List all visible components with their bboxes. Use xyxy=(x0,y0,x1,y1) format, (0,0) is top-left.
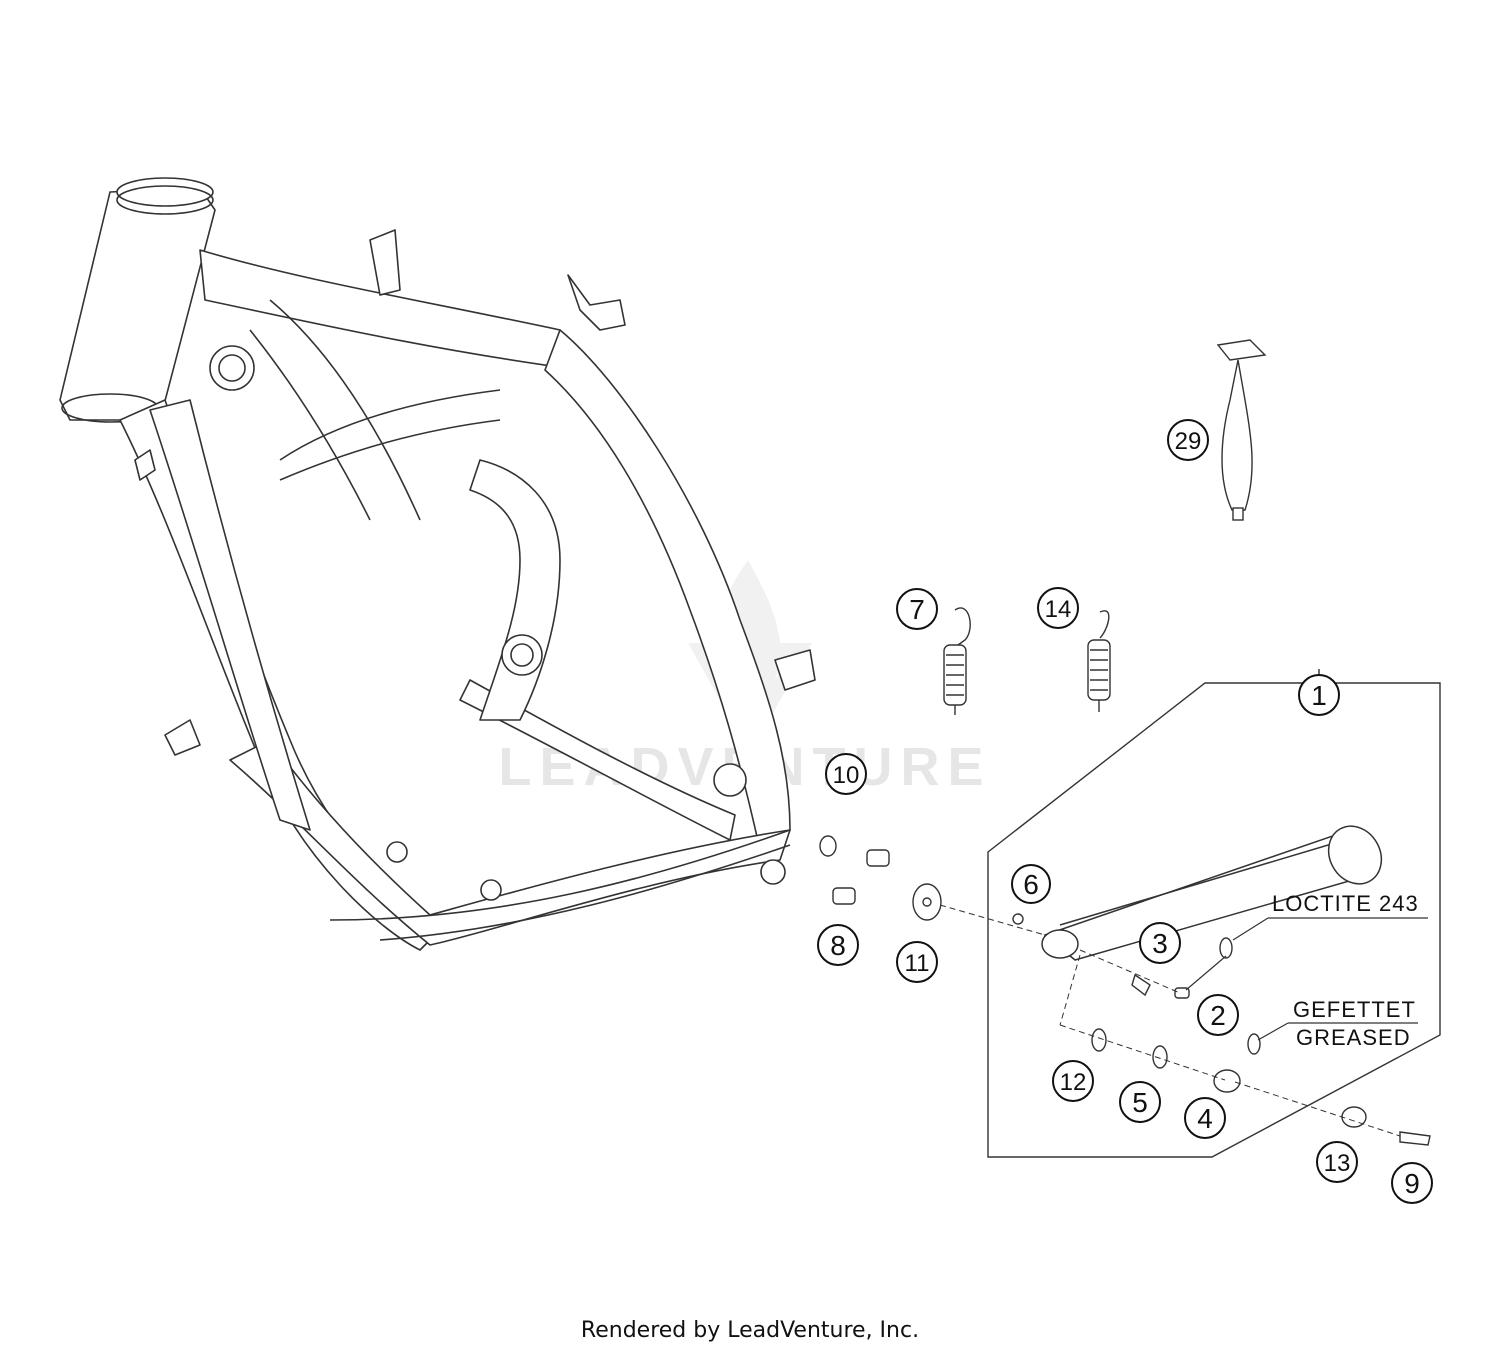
sidestand xyxy=(1041,825,1383,961)
footer-credit: Rendered by LeadVenture, Inc. xyxy=(580,1318,920,1343)
tool-29 xyxy=(1216,339,1267,521)
callout-12: 12 xyxy=(1052,1060,1094,1102)
callout-7: 7 xyxy=(896,588,938,630)
callout-13: 13 xyxy=(1316,1141,1358,1183)
callout-label-7: 7 xyxy=(909,594,925,625)
callout-label-13: 13 xyxy=(1324,1150,1351,1177)
callout-2: 2 xyxy=(1197,994,1239,1036)
callout-label-4: 4 xyxy=(1197,1103,1213,1134)
callout-label-3: 3 xyxy=(1152,928,1168,959)
callout-8: 8 xyxy=(817,924,859,966)
callout-5: 5 xyxy=(1119,1081,1161,1123)
motorcycle-frame xyxy=(59,177,816,951)
callout-4: 4 xyxy=(1184,1097,1226,1139)
callout-label-1: 1 xyxy=(1311,680,1327,711)
callout-29: 29 xyxy=(1167,419,1209,461)
callout-10: 10 xyxy=(825,753,867,795)
callout-label-14: 14 xyxy=(1045,596,1072,623)
small-parts xyxy=(819,835,1431,1146)
callout-11: 11 xyxy=(896,941,938,983)
callout-label-8: 8 xyxy=(830,930,846,961)
note-leaders xyxy=(1185,917,1428,1041)
callout-label-5: 5 xyxy=(1132,1087,1148,1118)
callout-label-12: 12 xyxy=(1060,1069,1087,1096)
spring-14 xyxy=(1087,610,1111,712)
callout-label-29: 29 xyxy=(1175,428,1202,455)
callout-14: 14 xyxy=(1037,587,1079,629)
callout-label-9: 9 xyxy=(1404,1168,1420,1199)
callout-label-6: 6 xyxy=(1023,869,1039,900)
callout-label-10: 10 xyxy=(833,762,860,789)
callout-1: 1 xyxy=(1298,674,1340,716)
callout-label-11: 11 xyxy=(905,950,930,977)
callout-9: 9 xyxy=(1391,1162,1433,1204)
callout-label-2: 2 xyxy=(1210,1000,1226,1031)
leader-lines xyxy=(939,904,1401,1137)
note-greased-de: GEFETTET xyxy=(1293,997,1416,1022)
callout-3: 3 xyxy=(1139,922,1181,964)
note-loctite: LOCTITE 243 xyxy=(1272,891,1419,916)
callout-6: 6 xyxy=(1011,864,1051,904)
note-greased-en: GREASED xyxy=(1296,1025,1411,1050)
spring-7 xyxy=(943,607,971,715)
